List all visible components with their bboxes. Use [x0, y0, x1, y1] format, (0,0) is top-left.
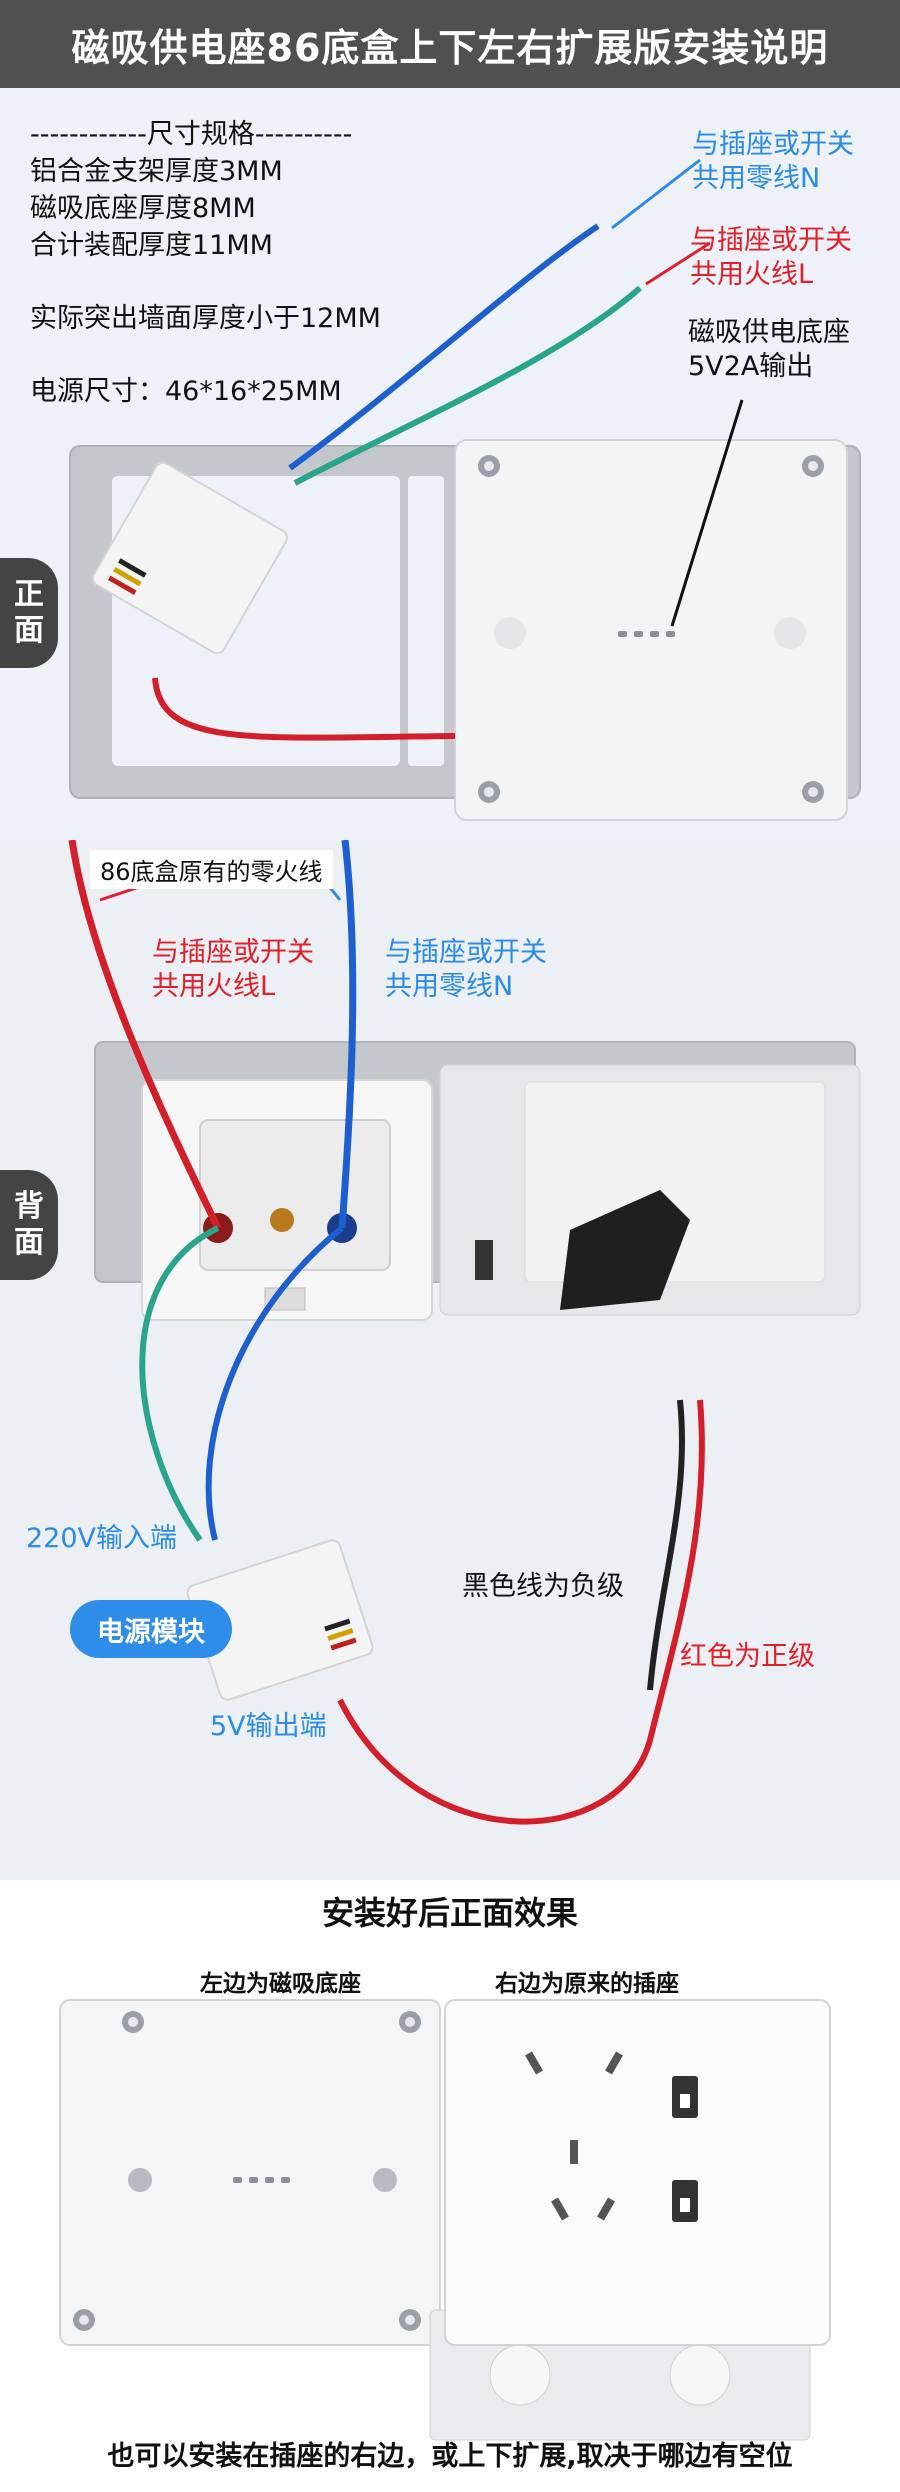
front-illustration — [69, 158, 861, 821]
front-base-label: 磁吸供电底座 5V2A输出 — [688, 317, 850, 382]
right-caption: 右边为原来的插座 — [495, 1971, 679, 1997]
output-terminal-label: 5V输出端 — [210, 1711, 327, 1742]
power-module-badge: 电源模块 — [70, 1600, 232, 1658]
left-caption: 左边为磁吸底座 — [200, 1971, 361, 1997]
result-title: 安装好后正面效果 — [321, 1894, 578, 1932]
back-neutral-label: 与插座或开关 共用零线N — [385, 937, 547, 1002]
footer-note: 也可以安装在插座的右边，或上下扩展,取决于哪边有空位 — [107, 2441, 793, 2472]
result-illustration — [59, 1999, 831, 2441]
spec-total-thickness: 合计装配厚度11MM — [30, 230, 273, 261]
front-neutral-label: 与插座或开关 共用零线N — [692, 129, 854, 194]
spec-bracket-thickness: 铝合金支架厚度3MM — [30, 156, 283, 187]
black-wire-label: 黑色线为负级 — [462, 1571, 624, 1602]
input-terminal-label: 220V输入端 — [26, 1523, 178, 1554]
back-live-label: 与插座或开关 共用火线L — [152, 937, 314, 1002]
spec-heading: ------------尺寸规格---------- — [30, 119, 353, 150]
spec-list: ------------尺寸规格---------- 铝合金支架厚度3MM 磁吸… — [30, 116, 381, 410]
spec-base-thickness: 磁吸底座厚度8MM — [30, 193, 256, 224]
back-section: 86底盒原有的零火线 与插座或开关 共用火线L 与插座或开关 共用零线N 背 面… — [0, 840, 900, 1880]
original-wires-label: 86底盒原有的零火线 — [90, 850, 333, 889]
back-illustration — [68, 840, 861, 1825]
front-live-label: 与插座或开关 共用火线L — [690, 225, 852, 290]
red-wire-label: 红色为正级 — [680, 1641, 815, 1672]
back-side-tab: 背 面 — [0, 1170, 58, 1280]
spec-protrusion: 实际突出墙面厚度小于12MM — [30, 303, 381, 334]
page-title: 磁吸供电座86底盒上下左右扩展版安装说明 — [0, 0, 900, 88]
front-side-tab: 正 面 — [0, 558, 58, 668]
spec-power-size: 电源尺寸：46*16*25MM — [30, 376, 342, 407]
result-section: 安装好后正面效果 左边为磁吸底座 右边为原来的插座 — [0, 1880, 900, 2492]
front-section: ------------尺寸规格---------- 铝合金支架厚度3MM 磁吸… — [0, 88, 900, 840]
